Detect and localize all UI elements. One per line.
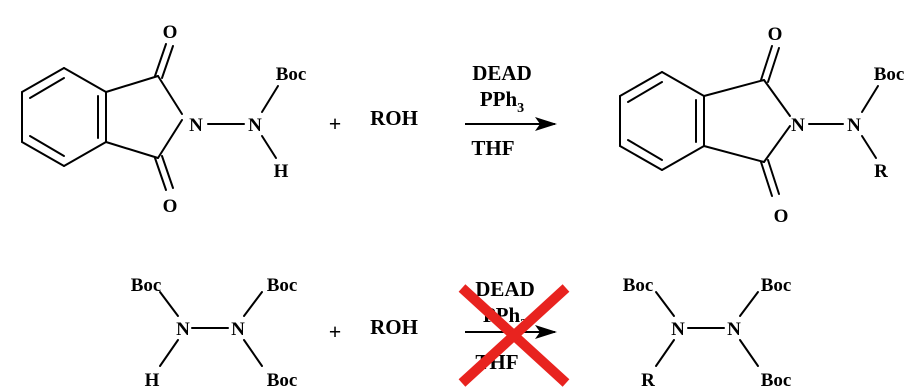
- imide-nitrogen: N: [189, 115, 203, 136]
- r-substituent-label: R: [874, 161, 888, 182]
- n-h-bond: [261, 135, 277, 159]
- carbonyl-oxygen-bottom: O: [163, 196, 178, 217]
- nitrogen-left: N: [176, 319, 190, 340]
- failed-reaction-cross-icon: [458, 284, 570, 387]
- imide-nitrogen: N: [791, 115, 805, 136]
- r-substituent-label: R: [641, 370, 655, 391]
- boc-bond-top-right: [243, 291, 263, 317]
- imide-ring: [703, 79, 791, 163]
- boc-label-top-left: Boc: [623, 275, 654, 296]
- reagent-dead-2: DEAD: [475, 277, 535, 301]
- hydrogen-label: H: [274, 161, 289, 182]
- product-phthalimide-1: O O N N Boc R: [619, 24, 905, 227]
- boc-label-bottom-right: Boc: [267, 370, 298, 391]
- boc-label-top-right: Boc: [267, 275, 298, 296]
- boc-bond-bottom-right: [243, 339, 263, 367]
- boc-label-bottom-right: Boc: [761, 370, 792, 391]
- reaction-arrow-1: DEAD PPh3 THF: [465, 61, 557, 160]
- plus-sign-1: +: [329, 111, 342, 136]
- carbonyl-oxygen-top: O: [768, 24, 783, 45]
- plus-sign-2: +: [329, 319, 342, 344]
- boc-bond-top-left: [159, 291, 179, 317]
- reactant-triboc-hydrazine: Boc Boc N N H Boc: [131, 275, 298, 391]
- carbonyl-bonds: [154, 43, 174, 191]
- carbonyl-oxygen-top: O: [163, 22, 178, 43]
- hydrogen-label: H: [145, 370, 160, 391]
- carbonyl-oxygen-bottom: O: [774, 206, 789, 227]
- reagent-pph3-1: PPh3: [480, 87, 524, 116]
- alcohol-reagent-1: ROH: [370, 106, 418, 130]
- boc-bond-top-left: [655, 291, 675, 317]
- carbonyl-bonds: [760, 45, 780, 197]
- product-triboc-hydrazine: Boc Boc N N R Boc: [623, 275, 792, 391]
- boc-label-top-right: Boc: [761, 275, 792, 296]
- h-bond: [159, 339, 179, 367]
- benzene-ring: [21, 67, 107, 167]
- benzene-ring: [619, 71, 705, 171]
- n-boc-bond: [861, 85, 879, 113]
- hydrazine-nitrogen: N: [847, 115, 861, 136]
- hydrazine-nitrogen: N: [248, 115, 262, 136]
- solvent-thf-1: THF: [471, 136, 514, 160]
- imide-ring: [105, 75, 183, 159]
- boc-label-top-left: Boc: [131, 275, 162, 296]
- r-bond: [655, 339, 675, 367]
- nitrogen-right: N: [727, 319, 741, 340]
- boc-bond-top-right: [739, 291, 759, 317]
- n-boc-bond: [261, 85, 279, 113]
- boc-bond-bottom-right: [739, 339, 759, 367]
- nitrogen-left: N: [671, 319, 685, 340]
- nitrogen-right: N: [231, 319, 245, 340]
- reaction-arrow-2: DEAD PPh3 THF: [458, 277, 570, 387]
- reagent-dead-1: DEAD: [472, 61, 532, 85]
- reactant-phthalimide-1: O O N N Boc H: [21, 22, 307, 217]
- boc-group-label: Boc: [874, 64, 905, 85]
- boc-group-label: Boc: [276, 64, 307, 85]
- alcohol-reagent-2: ROH: [370, 315, 418, 339]
- n-r-bond: [861, 135, 877, 159]
